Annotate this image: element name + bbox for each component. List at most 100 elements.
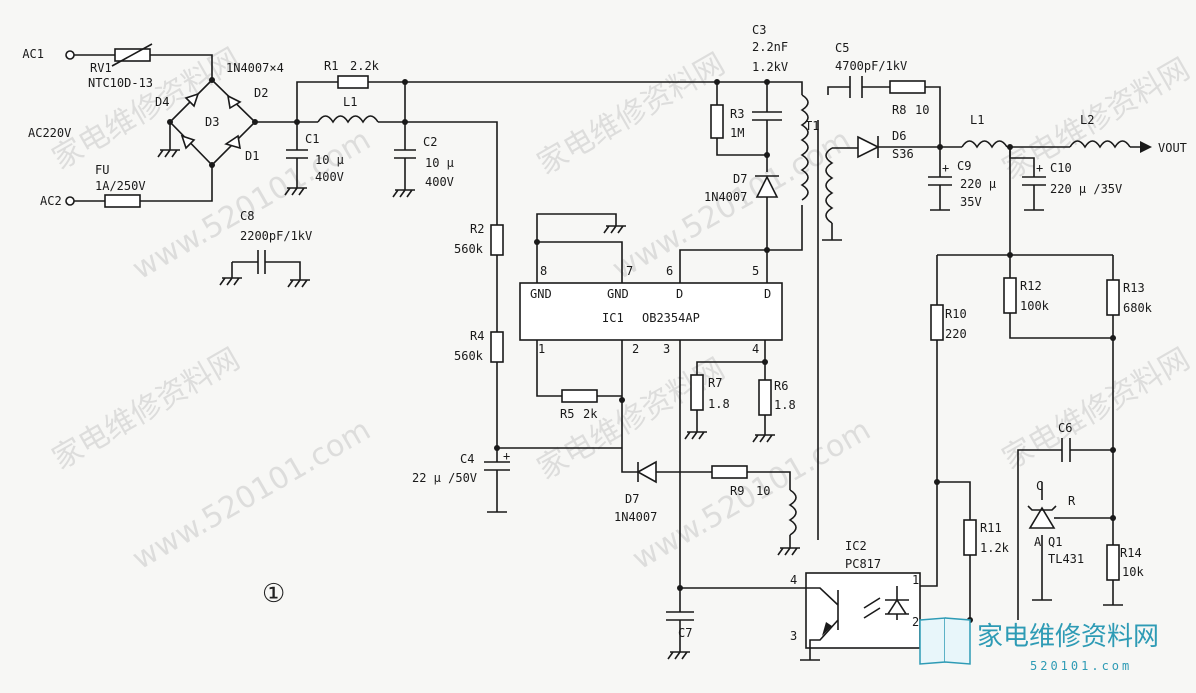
r7-label: R7	[708, 376, 722, 390]
d7-aux-diode	[636, 460, 657, 484]
r13-label: R13	[1123, 281, 1145, 295]
watermark-text: 家电维修资料网	[532, 47, 731, 182]
aux-winding: D7 1N4007 R9 10	[614, 448, 800, 556]
c7-label: C7	[678, 626, 692, 640]
d1-diode	[224, 134, 241, 150]
watermark-url: www.520101.com	[607, 122, 857, 287]
feedback-network: R10 220 R12 100k R13 680k R11 1.2k C6 C …	[920, 147, 1153, 623]
l1-output-inductor	[961, 140, 1008, 149]
fu-label: FU	[95, 163, 109, 177]
book-icon	[919, 617, 946, 665]
r14-label: R14	[1120, 546, 1142, 560]
d7-snubber-label: D7	[733, 172, 747, 186]
ic2-pin3: 3	[790, 629, 797, 643]
c4-capacitor	[484, 448, 510, 513]
ic2-optocoupler: IC2 PC817 1 2 3 4	[790, 539, 921, 661]
vout-arrow	[1140, 141, 1152, 153]
r4-resistor	[490, 331, 504, 363]
c10-capacitor	[1009, 147, 1046, 211]
l1-wire	[297, 121, 498, 225]
c10-label: C10	[1050, 161, 1072, 175]
d7-snubber-value: 1N4007	[704, 190, 747, 204]
c1-label: C1	[305, 132, 319, 146]
r9-label: R9	[730, 484, 744, 498]
site-logo: 家电维修资料网 520101.com	[919, 617, 1159, 673]
watermark-url: www.520101.com	[627, 412, 877, 577]
c7-capacitor	[666, 588, 694, 660]
ic2-pin2: 2	[912, 615, 919, 629]
q1-value: TL431	[1048, 552, 1084, 566]
startup-section: R2 560k R4 560k + C4 22 μ /50V	[412, 222, 622, 513]
d4-label: D4	[155, 95, 169, 109]
l1-input-label: L1	[343, 95, 357, 109]
ac2-wire	[74, 165, 213, 202]
rv1-label: RV1	[90, 61, 112, 75]
c9-label: C9	[957, 159, 971, 173]
ic1-pin2: 2	[632, 342, 639, 356]
rv1-slash	[111, 43, 153, 67]
r10-resistor	[930, 304, 944, 341]
r13-resistor	[1106, 279, 1120, 316]
d6-diode	[857, 135, 880, 159]
ic1-pin4: 4	[752, 342, 759, 356]
c6-capacitor	[1061, 438, 1071, 462]
bridge-ground	[157, 122, 180, 158]
q1-label: Q1	[1048, 535, 1062, 549]
c1-capacitor	[284, 122, 308, 196]
r14-value: 10k	[1122, 565, 1144, 579]
hv-rail	[255, 81, 803, 123]
r7-resistor	[690, 374, 704, 411]
ac2-terminal	[65, 196, 75, 206]
ic1-gnd8-label: GND	[530, 287, 552, 301]
aux-coil	[777, 489, 800, 556]
r3-label: R3	[730, 107, 744, 121]
r5-resistor	[561, 389, 598, 403]
input-filter: R1 2.2k L1 C1 10 μ 400V C2 10 μ 400V	[255, 59, 803, 225]
r8-value: 10	[915, 103, 929, 117]
d3-label: D3	[205, 115, 219, 129]
c4-label: C4	[460, 452, 474, 466]
c5-capacitor	[849, 76, 863, 98]
c2-voltage: 400V	[425, 175, 454, 189]
c9-capacitor	[928, 147, 952, 211]
r6-value: 1.8	[774, 398, 796, 412]
c8-capacitor: C8 2200pF/1kV	[219, 209, 312, 288]
ac1-terminal	[65, 50, 75, 60]
r2-resistor	[490, 224, 504, 256]
vout-label: VOUT	[1158, 141, 1187, 155]
c3-label: C3	[752, 23, 766, 37]
r2-value: 560k	[454, 242, 484, 256]
c5-value: 4700pF/1kV	[835, 59, 907, 73]
r3-value: 1M	[730, 126, 744, 140]
r3-resistor	[710, 104, 724, 139]
ic1-pin3: 3	[663, 342, 670, 356]
bridge-rectifier: D4 D2 D3 D1 1N4007×4	[155, 61, 284, 168]
r13-value: 680k	[1123, 301, 1153, 315]
d2-label: D2	[254, 86, 268, 100]
c9-value: 220 μ	[960, 177, 996, 191]
q1-ref: R	[1068, 494, 1076, 508]
ac2-label: AC2	[40, 194, 62, 208]
rv1-value: NTC10D-13	[88, 76, 153, 90]
c3-value: 2.2nF	[752, 40, 788, 54]
logo-text: 家电维修资料网	[977, 622, 1159, 652]
r11-label: R11	[980, 521, 1002, 535]
r12-value: 100k	[1020, 299, 1050, 313]
ac-input-section: AC1 AC2 AC220V RV1 NTC10D-13 FU 1A/250V	[22, 43, 213, 208]
ic1-gnd7-label: GND	[607, 287, 629, 301]
r10-value: 220	[945, 327, 967, 341]
ic1-part: OB2354AP	[642, 311, 700, 325]
ac1-wire	[74, 54, 213, 80]
r2-label: R2	[470, 222, 484, 236]
ic1-gnd-wire	[536, 213, 626, 283]
ic1-drain-wire	[679, 205, 803, 283]
t1-label: T1	[805, 119, 819, 133]
c1-value: 10 μ	[315, 153, 344, 167]
d3-diode	[180, 134, 196, 150]
r8-resistor	[889, 80, 926, 94]
snubber-section: R3 1M C3 2.2nF 1.2kV D7 1N4007	[704, 23, 788, 250]
fuse	[104, 194, 141, 208]
c8-label: C8	[240, 209, 254, 223]
